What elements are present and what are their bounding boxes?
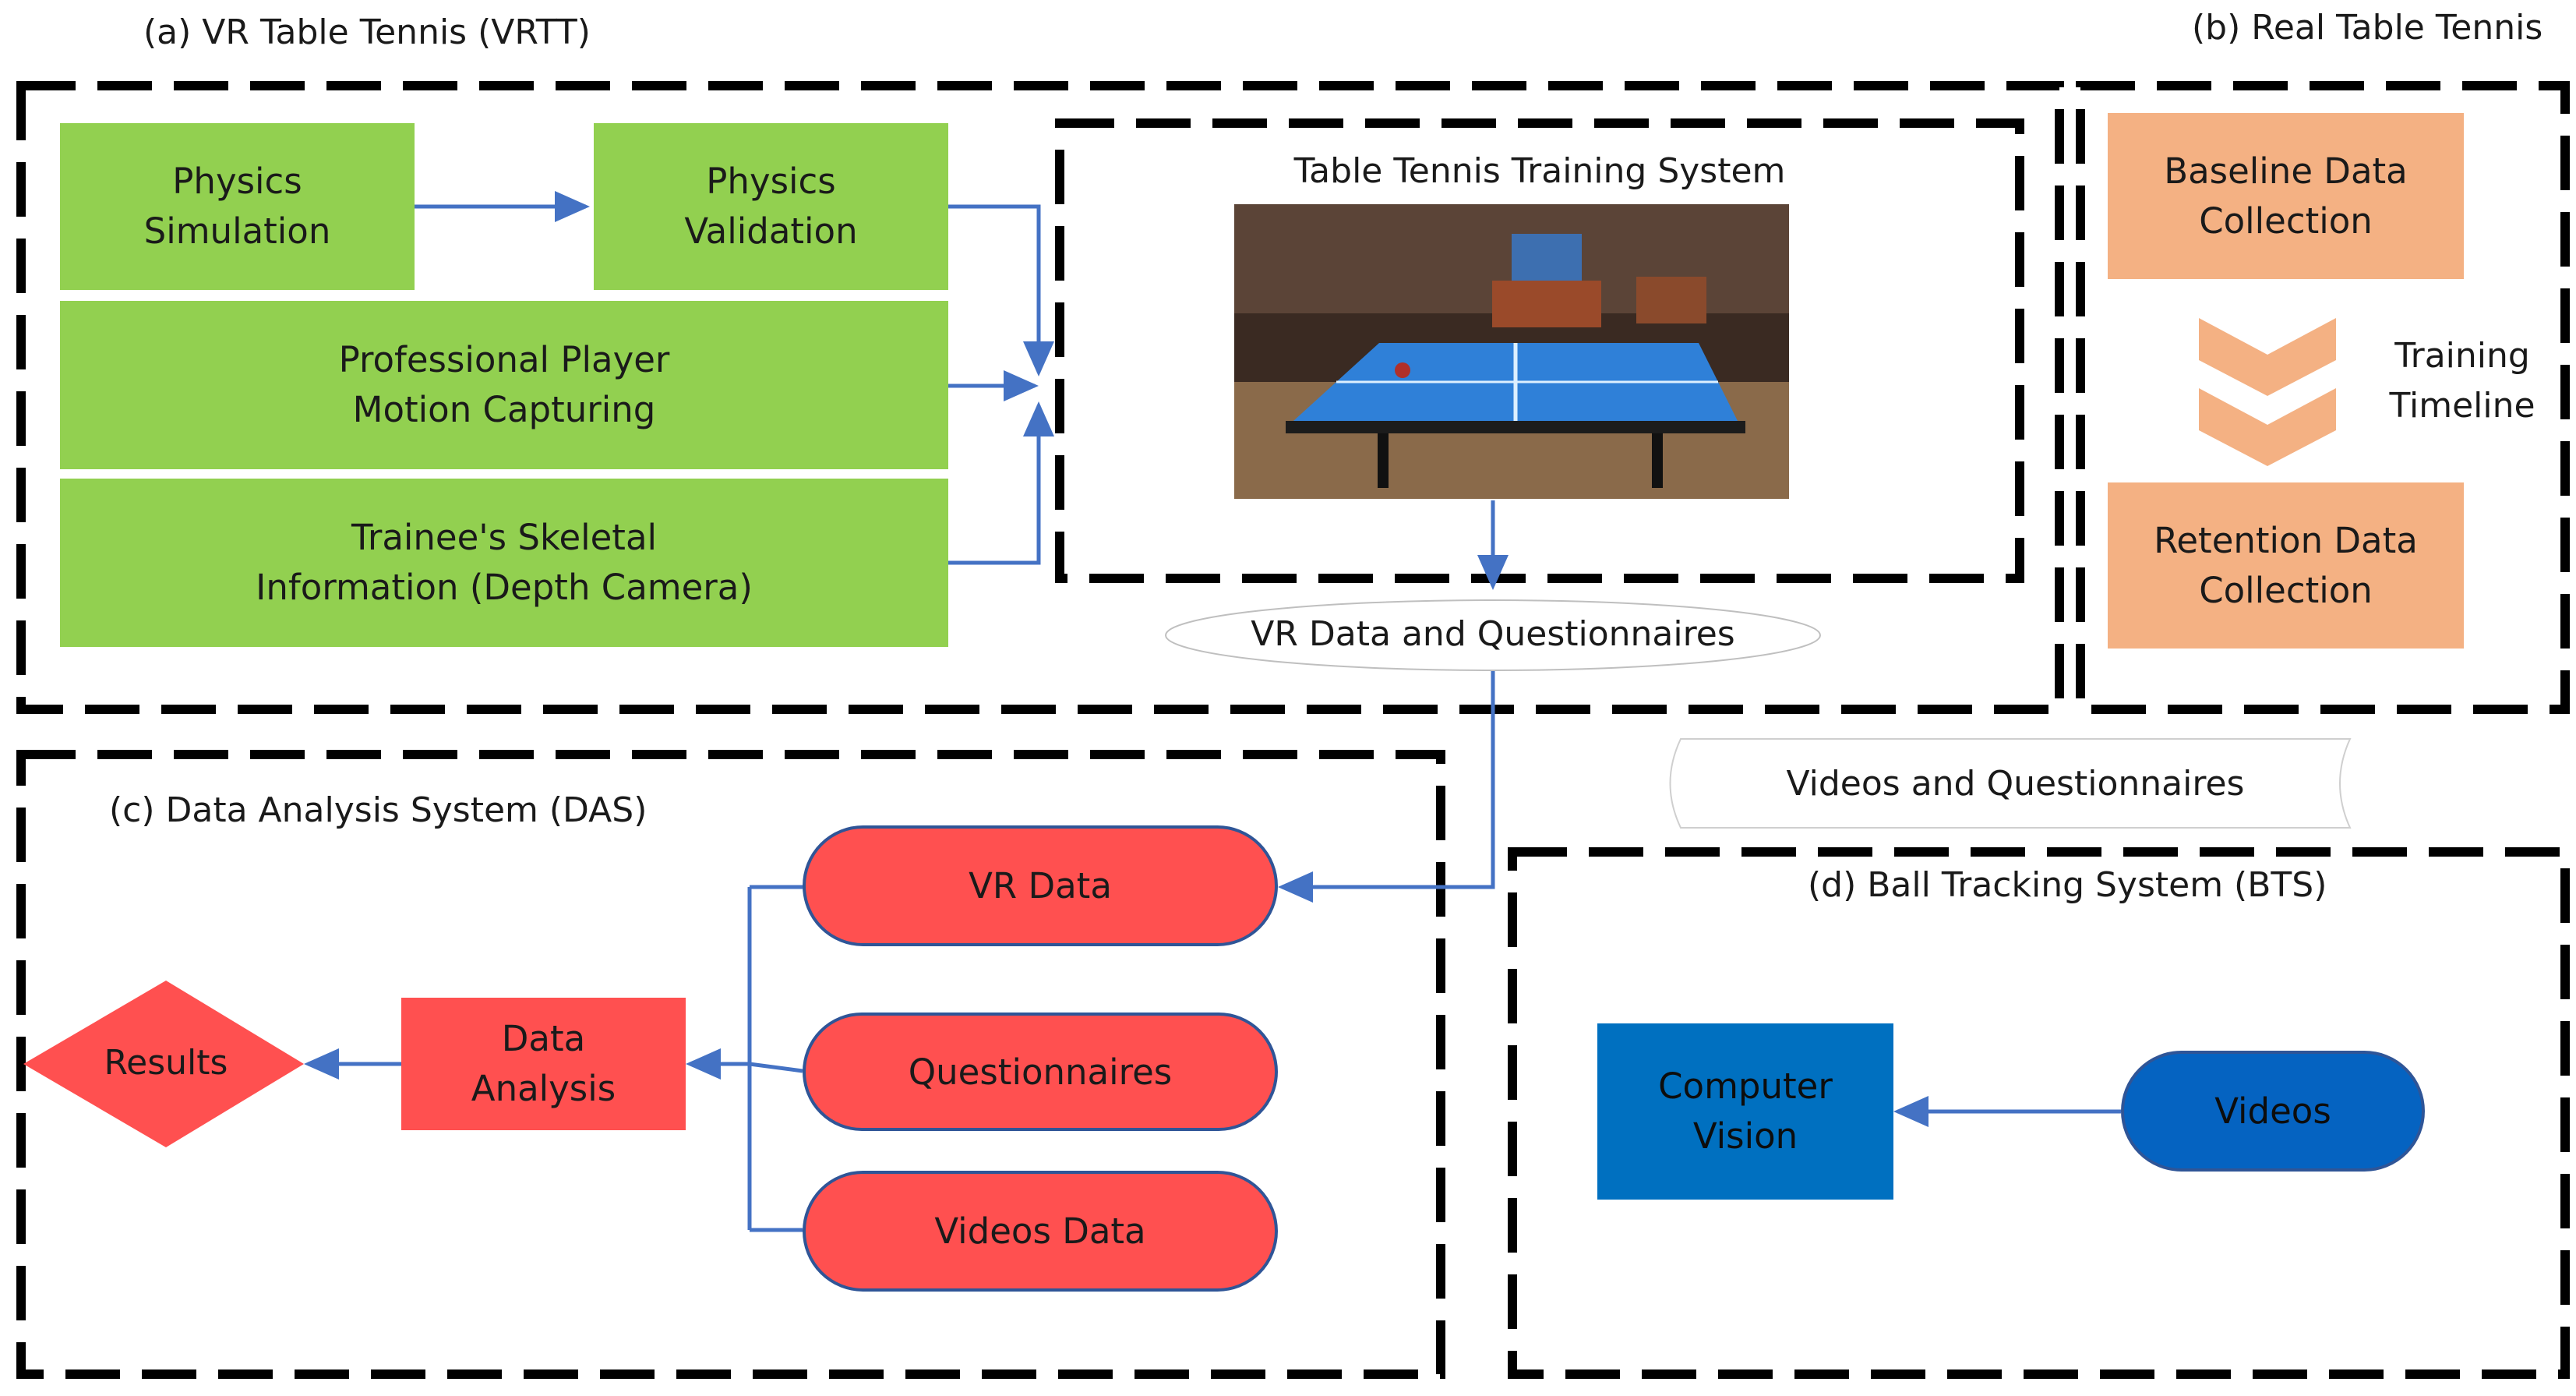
training-timeline-label: Training Timeline xyxy=(2389,336,2535,426)
training-system-title: Table Tennis Training System xyxy=(1293,151,1786,191)
results-label: Results xyxy=(104,1043,228,1083)
videos-data-pill: Videos Data xyxy=(803,1171,1278,1292)
das-section-title: (c) Data Analysis System (DAS) xyxy=(109,790,648,830)
chevron-1 xyxy=(2199,318,2336,396)
vr-data-pill: VR Data xyxy=(803,825,1278,946)
vr-scene-image xyxy=(1234,204,1789,499)
vrtt-frame xyxy=(16,81,2064,714)
videos-questionnaires-banner xyxy=(1669,738,2352,829)
videos-questionnaires-label: Videos and Questionnaires xyxy=(1786,764,2245,804)
retention-data-box: Retention Data Collection xyxy=(2108,482,2464,649)
real-tt-section-title: (b) Real Table Tennis xyxy=(2192,8,2543,48)
physics-validation-box: Physics Validation xyxy=(594,123,948,290)
bts-section-title: (d) Ball Tracking System (BTS) xyxy=(1808,865,2327,905)
videos-pill: Videos xyxy=(2121,1051,2425,1172)
skeletal-info-box: Trainee's Skeletal Information (Depth Ca… xyxy=(60,479,948,647)
motion-capturing-box: Professional Player Motion Capturing xyxy=(60,301,948,469)
training-system-frame xyxy=(1055,118,2024,583)
computer-vision-box: Computer Vision xyxy=(1597,1023,1893,1200)
das-frame xyxy=(16,750,1445,1379)
vr-data-questionnaires-label: VR Data and Questionnaires xyxy=(1251,614,1735,654)
results-diamond xyxy=(23,981,304,1147)
physics-simulation-box: Physics Simulation xyxy=(60,123,415,290)
data-analysis-box: Data Analysis xyxy=(401,998,686,1130)
baseline-data-box: Baseline Data Collection xyxy=(2108,113,2464,279)
bts-frame xyxy=(1508,847,2570,1379)
vrtt-section-title: (a) VR Table Tennis (VRTT) xyxy=(143,12,591,52)
real-tt-frame xyxy=(2076,81,2570,714)
questionnaires-pill: Questionnaires xyxy=(803,1013,1278,1131)
chevron-2 xyxy=(2199,388,2336,466)
vr-data-ellipse xyxy=(1165,599,1821,671)
